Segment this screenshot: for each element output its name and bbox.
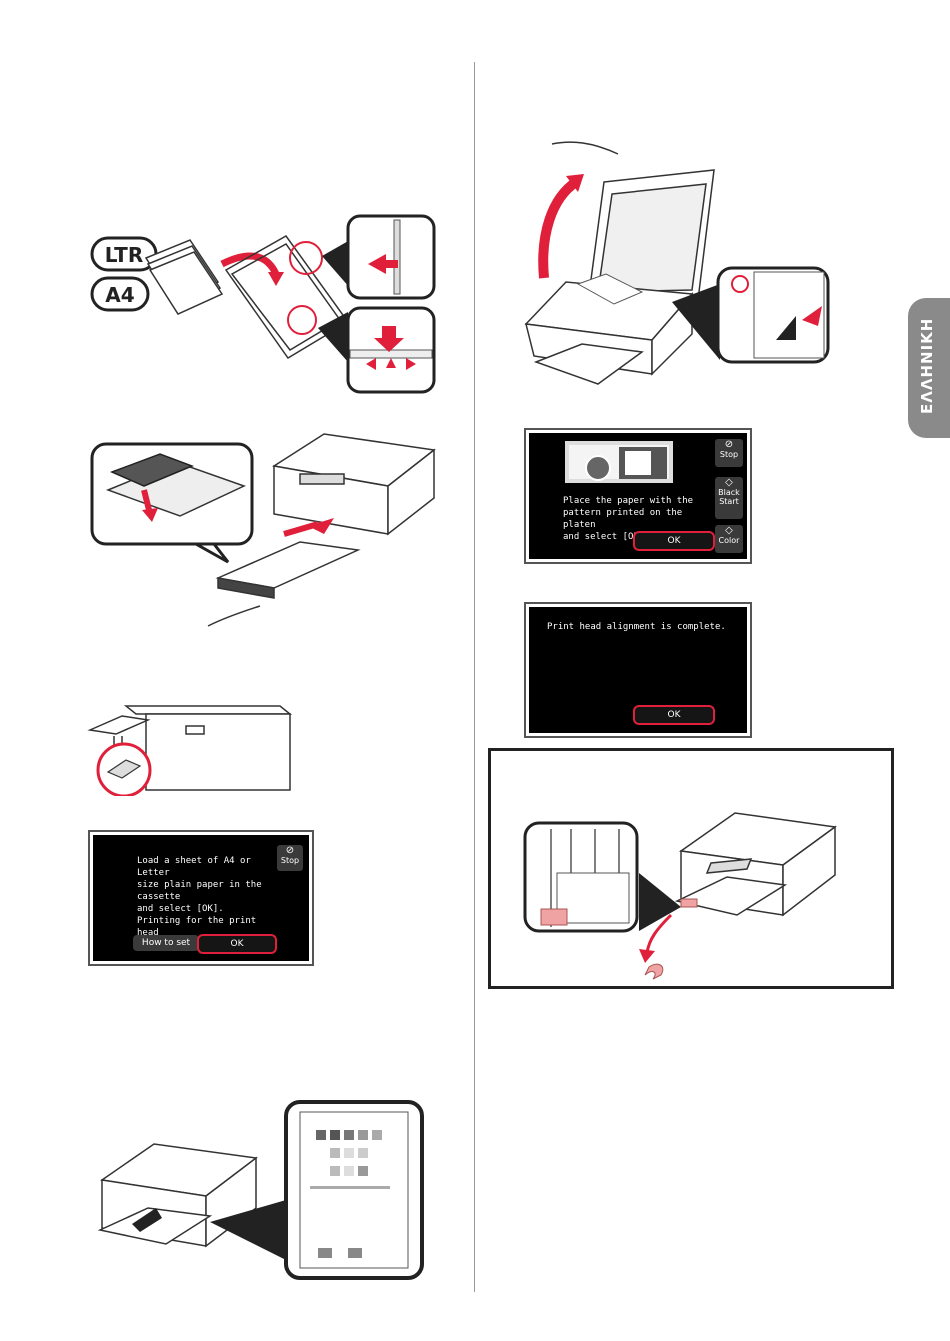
- output-arrow-icon: [132, 1208, 162, 1232]
- hand-icon: [551, 141, 619, 155]
- guide-highlight: [289, 241, 323, 275]
- alignment-complete-message: Print head alignment is complete.: [547, 622, 726, 632]
- color-start-button[interactable]: ◇ Color: [715, 525, 743, 553]
- ok-button[interactable]: OK: [633, 531, 715, 551]
- stop-icon: ⊘: [285, 845, 295, 856]
- alignment-complete-screen: Print head alignment is complete. OK: [524, 602, 752, 738]
- black-start-button[interactable]: ◇ Black Start: [715, 477, 743, 519]
- svg-text:A4: A4: [105, 283, 134, 307]
- hand-icon: [207, 605, 261, 627]
- cassette-cover-icon: [110, 453, 195, 487]
- place-paper-screen: Place the paper with the pattern printed…: [524, 428, 752, 564]
- lift-arrow-icon: [538, 177, 579, 279]
- left-arrow-icon: [368, 254, 398, 274]
- guide-highlight-2: [287, 305, 317, 335]
- start-icon: ◇: [725, 477, 733, 488]
- remove-tape-box: [488, 748, 894, 989]
- corner-mark-icon: [776, 316, 796, 340]
- open-output-tray-illustration: [87, 705, 293, 796]
- removed-tape-icon: [644, 963, 664, 980]
- how-to-set-button[interactable]: How to set: [133, 935, 199, 951]
- printer-icon: [271, 433, 436, 536]
- zoom-guide-side: [346, 214, 436, 300]
- down-arrow-icon: [374, 326, 404, 352]
- language-tab: ΕΛΛΗΝΙΚΗ: [908, 298, 950, 438]
- cassette-tray-icon: [215, 541, 361, 599]
- stop-button[interactable]: ⊘ Stop: [277, 845, 303, 871]
- column-divider: [474, 62, 475, 1292]
- ok-button[interactable]: OK: [633, 705, 715, 725]
- printer-icon: [524, 169, 715, 385]
- place-on-platen-illustration: [524, 141, 830, 385]
- load-paper-screen: Load a sheet of A4 or Letter size plain …: [88, 830, 314, 966]
- ltr-label: LTR: [90, 236, 158, 272]
- start-icon: ◇: [725, 525, 733, 536]
- insert-cassette-illustration: [90, 433, 436, 627]
- tape-icon: [540, 908, 568, 926]
- stop-icon: ⊘: [724, 439, 734, 450]
- remove-arrow-icon: [645, 913, 673, 954]
- ok-button[interactable]: OK: [197, 934, 277, 954]
- stop-button[interactable]: ⊘ Stop: [715, 439, 743, 467]
- printer-icon: [674, 812, 837, 917]
- platen-diagram: [565, 441, 673, 483]
- print-pattern-illustration: [97, 1100, 424, 1280]
- language-tab-label: ΕΛΛΗΝΙΚΗ: [918, 317, 936, 414]
- alignment-pattern: [310, 1130, 390, 1258]
- load-paper-illustration: LTR A4: [90, 214, 436, 394]
- paper-stack-icon: [144, 239, 224, 315]
- insert-arrow-icon: [220, 252, 280, 276]
- remove-tape-illustration: [523, 812, 837, 980]
- svg-text:LTR: LTR: [105, 243, 143, 267]
- a4-label: A4: [90, 276, 150, 312]
